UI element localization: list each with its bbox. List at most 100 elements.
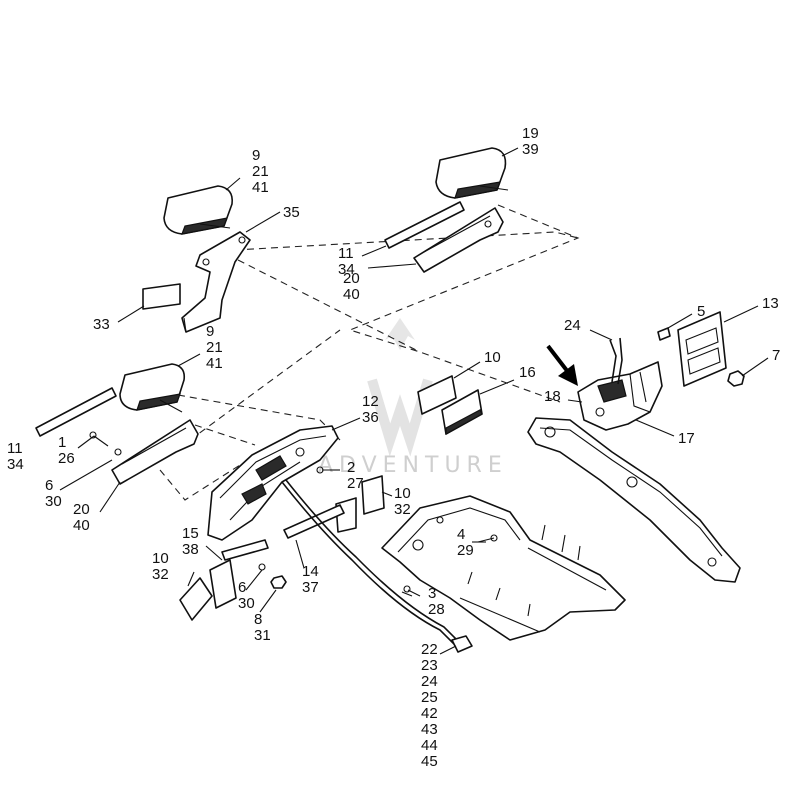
callout-5: 5 [697,303,705,320]
fastener-6 [258,563,266,571]
callout-number: 35 [283,204,300,221]
reflector-10-upper [417,375,457,415]
callout-number: 43 [421,721,438,738]
callout-24: 24 [564,317,581,334]
reflector-strip-upper [384,201,465,249]
callout-16: 16 [519,364,536,381]
callout-number: 10 [394,485,411,502]
reflector-panel [677,311,727,387]
callout-number: 31 [254,627,271,644]
mounting-bracket [181,231,251,333]
callout-number: 37 [302,579,319,596]
light-housing-top-left [163,185,234,235]
reflector-16 [441,389,483,436]
callout-number: 1 [58,434,66,451]
watermark-m-icon [367,378,433,457]
callout-number: 9 [252,147,260,164]
callout-number: 20 [73,501,90,518]
callout-number: 19 [522,125,539,142]
callout-17: 17 [678,430,695,447]
callout-13: 13 [762,295,779,312]
callout-number: 11 [7,440,23,457]
callout-10-upper: 10 [484,349,501,366]
callout-number: 6 [238,579,246,596]
callout-number: 21 [206,339,223,356]
callout-number: 17 [678,430,695,447]
side-frame [527,417,741,583]
callout-number: 45 [421,753,438,770]
light-housing-top-right [435,147,509,199]
callout-number: 14 [302,563,319,580]
callout-number: 9 [206,323,214,340]
callout-number: 42 [421,705,438,722]
watermark: ADVENTURE [318,318,508,478]
tail-light-assembly [577,361,663,431]
callout-number: 32 [394,501,411,518]
bracket-5 [657,327,671,341]
callout-number: 16 [519,364,536,381]
reflector-strip-left [35,387,117,437]
callout-18: 18 [544,388,561,405]
light-housing-mid-left [119,363,186,413]
callout-number: 25 [421,689,438,706]
screw-3 [403,585,421,597]
rear-fender-frame [381,495,626,641]
callout-number: 36 [362,409,379,426]
callout-number: 39 [522,141,539,158]
callout-number: 10 [484,349,501,366]
callout-number: 27 [347,475,364,492]
callout-number: 10 [152,550,169,567]
watermark-text: ADVENTURE [318,453,508,478]
callout-number: 13 [762,295,779,312]
callout-number: 22 [421,641,438,658]
callout-number: 29 [457,542,474,559]
watermark-flame-icon [385,318,415,350]
callout-number: 12 [362,393,379,410]
callout-number: 41 [252,179,269,196]
wiring-harness [281,479,473,653]
lens-33 [142,283,181,310]
callout-number: 28 [428,601,445,618]
assembly-dashed-lines [159,204,580,501]
callout-number: 24 [564,317,581,334]
callout-number: 40 [343,286,360,303]
callout-number: 44 [421,737,438,754]
callout-number: 6 [45,477,53,494]
callout-number: 30 [238,595,255,612]
callout-number: 33 [93,316,110,333]
callout-number: 26 [58,450,75,467]
callout-number: 3 [428,585,436,602]
callout-number: 21 [252,163,269,180]
callout-number: 8 [254,611,262,628]
callout-number: 2 [347,459,355,476]
callout-number: 4 [457,526,465,543]
callout-number: 38 [182,541,199,558]
screw-1 [89,431,109,447]
callout-number: 40 [73,517,90,534]
highlight-arrow-icon [546,344,578,386]
callout-number: 18 [544,388,561,405]
callout-33: 33 [93,316,110,333]
callout-35: 35 [283,204,300,221]
callout-number: 30 [45,493,62,510]
callout-number: 34 [338,261,355,278]
license-plate-bracket [207,425,339,541]
callout-7: 7 [772,347,780,364]
nut-7 [727,370,745,387]
